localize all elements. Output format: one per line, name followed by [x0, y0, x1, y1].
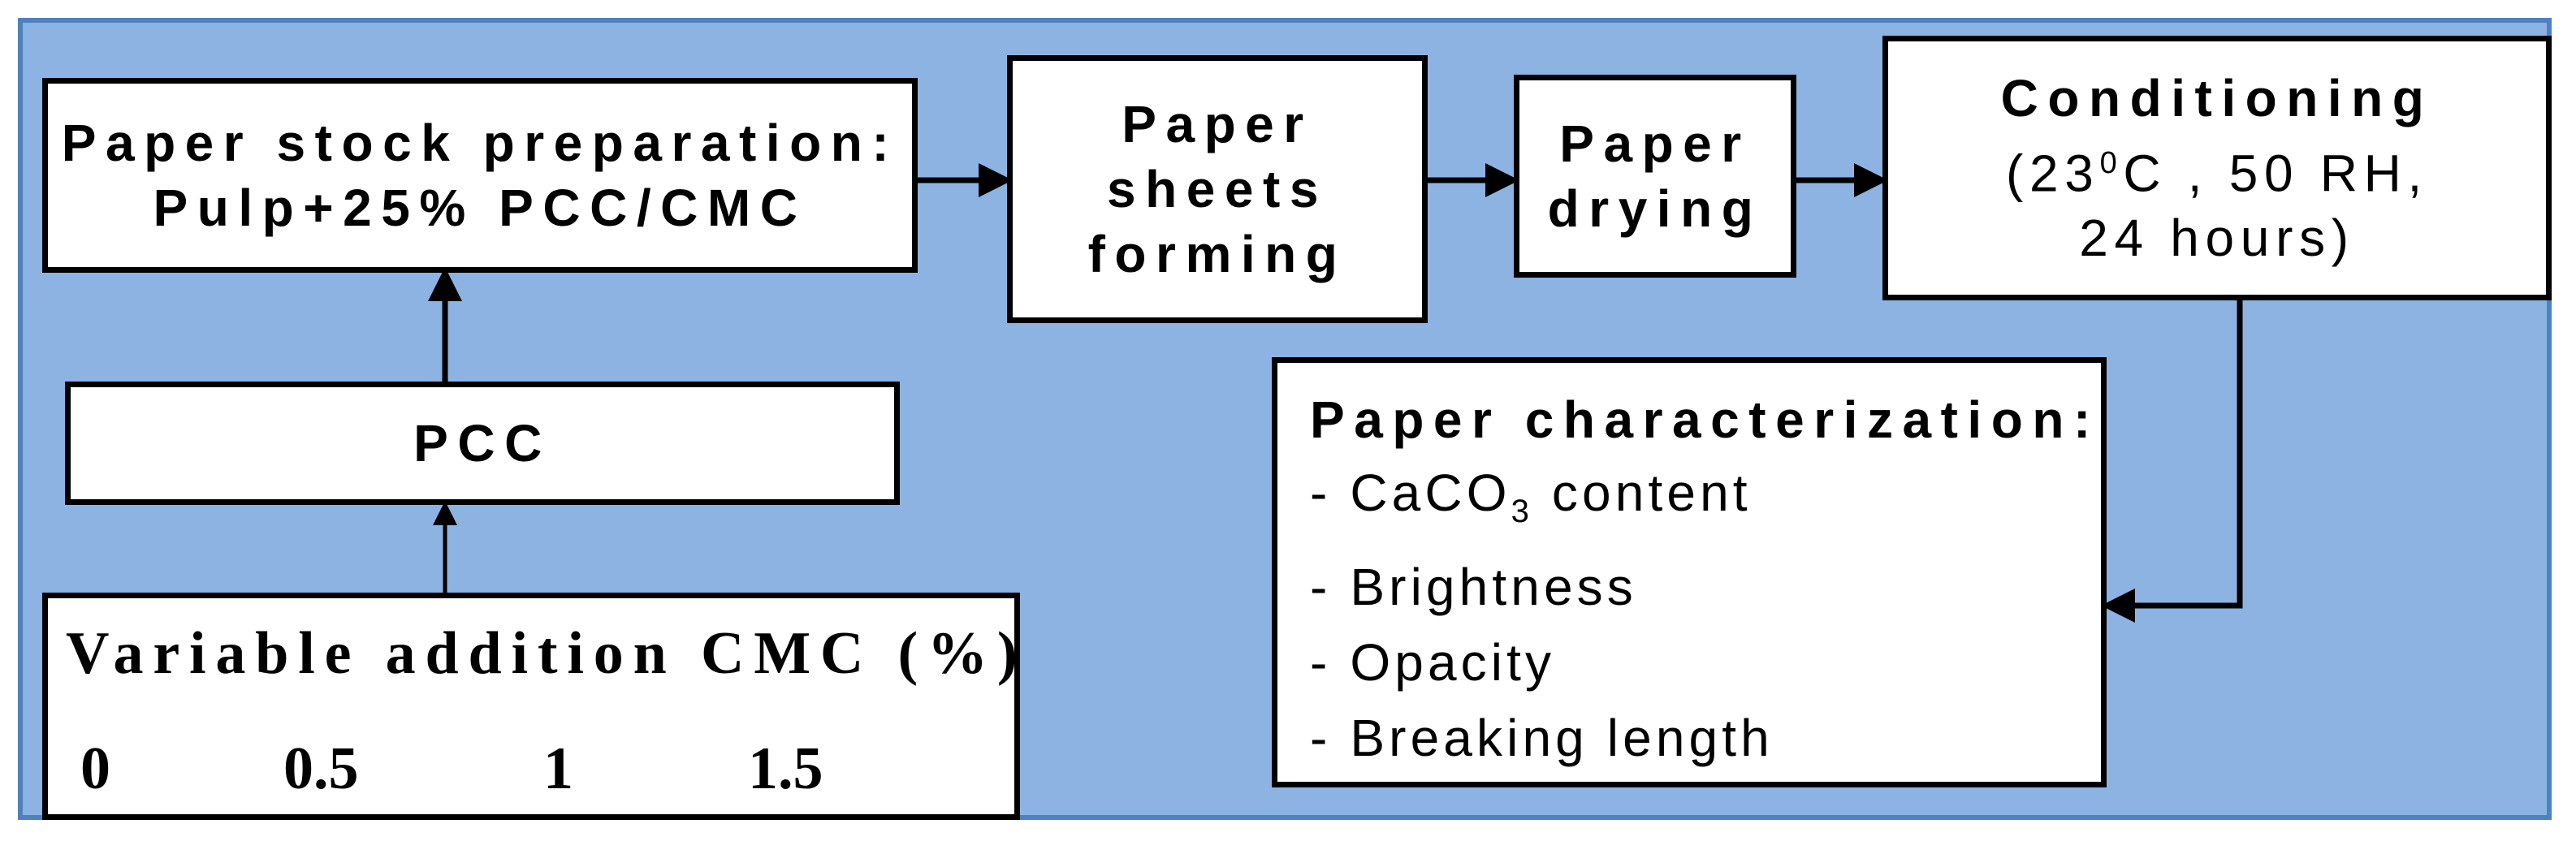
pcc-label: PCC — [413, 414, 551, 472]
cmc-value-0-5: 0.5 — [283, 735, 359, 802]
characterization-item-opacity: - Opacity — [1310, 632, 1556, 692]
caco3-subscript: 3 — [1511, 493, 1534, 529]
cmc-value-1: 1 — [543, 735, 573, 802]
arrow-conditioning-to-characterization — [2101, 300, 2243, 623]
characterization-item-brightness: - Brightness — [1310, 557, 1637, 616]
paper-drying-line1: Paper — [1559, 114, 1751, 173]
pcc-box: PCC — [65, 382, 900, 505]
sheets-forming-box: Paper sheets forming — [1007, 55, 1428, 323]
conditioning-duration: 24 hours) — [2079, 209, 2355, 268]
cmc-addition-box: Variable addition CMC (%) 0 0.5 1 1.5 — [42, 593, 1020, 820]
paper-drying-line2: drying — [1547, 179, 1763, 238]
sheets-forming-line3: forming — [1087, 225, 1347, 283]
stock-preparation-box: Paper stock preparation: Pulp+25% PCC/CM… — [42, 78, 918, 273]
sheets-forming-line2: sheets — [1107, 160, 1328, 218]
sheets-forming-line1: Paper — [1122, 95, 1313, 153]
characterization-item-caco3: - CaCO3 content — [1310, 455, 1752, 550]
conditioning-box: Conditioning (230C , 50 RH, 24 hours) — [1882, 36, 2552, 300]
characterization-item-breaking-length: - Breaking length — [1310, 708, 1774, 767]
conditioning-title: Conditioning — [2000, 68, 2434, 127]
degree-superscript: 0 — [2099, 145, 2124, 180]
conditioning-temperature: (230C , 50 RH, — [2006, 131, 2428, 205]
characterization-title: Paper characterization: — [1310, 390, 2100, 449]
paper-drying-box: Paper drying — [1514, 75, 1796, 278]
conditioning-temp-value: (23 — [2006, 144, 2100, 203]
cmc-value-1-5: 1.5 — [748, 735, 823, 802]
cmc-value-0: 0 — [80, 735, 110, 802]
stock-preparation-title: Paper stock preparation: — [61, 114, 899, 172]
characterization-box: Paper characterization: - CaCO3 content … — [1272, 357, 2107, 787]
caco3-content-label: content — [1533, 464, 1752, 522]
stock-preparation-composition: Pulp+25% PCC/CMC — [153, 179, 807, 237]
cmc-addition-title: Variable addition CMC (%) — [66, 620, 1027, 687]
caco3-label: - CaCO — [1310, 464, 1511, 522]
conditioning-humidity: C , 50 RH, — [2123, 144, 2428, 203]
